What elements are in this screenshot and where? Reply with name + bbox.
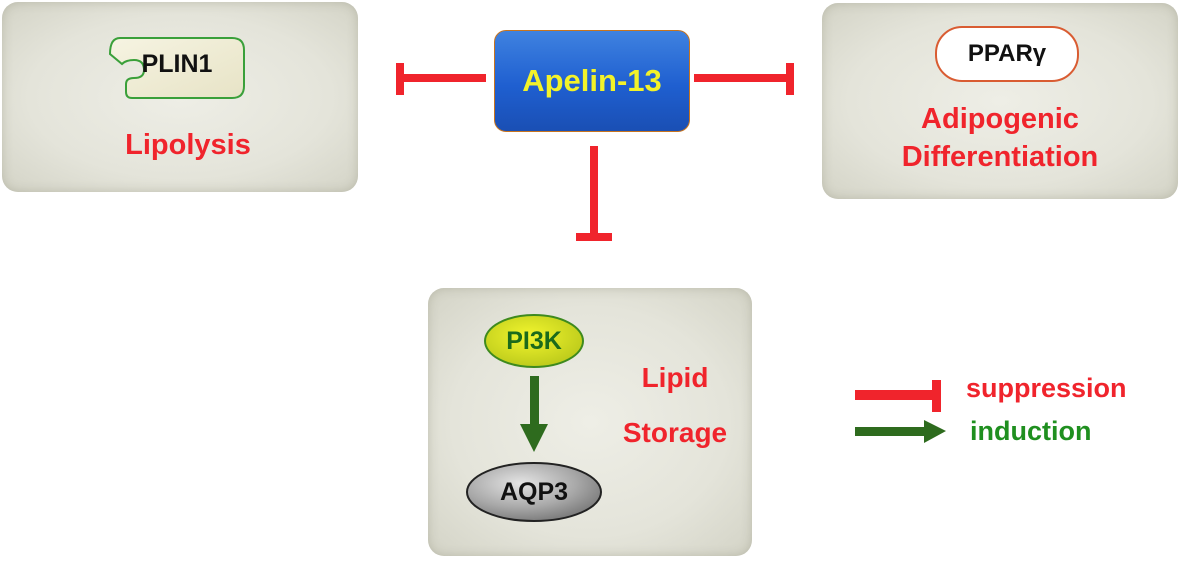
inhibit-arrow-adipogenic xyxy=(694,63,794,95)
aqp3-label: AQP3 xyxy=(499,477,569,506)
ppar-gamma-label: PPARγ xyxy=(967,40,1047,67)
apelin-13-node: Apelin-13 xyxy=(494,30,690,132)
adipogenic-title-line1: Adipogenic xyxy=(921,103,1079,135)
inhibit-arrow-lipid-storage xyxy=(576,146,612,241)
legend-suppression-symbol xyxy=(855,380,941,412)
lipid-storage-title-line2: Storage xyxy=(622,417,728,448)
legend-suppression-label: suppression xyxy=(966,373,1127,403)
plin1-protein-shape xyxy=(108,37,245,99)
lipid-storage-title-line1: Lipid xyxy=(641,362,709,393)
lipolysis-title: Lipolysis xyxy=(125,129,251,161)
plin1-label: PLIN1 xyxy=(141,49,213,78)
inhibit-arrow-lipolysis xyxy=(396,63,486,95)
legend-induction-symbol xyxy=(855,420,946,443)
adipogenic-title-line2: Differentiation xyxy=(901,141,1099,173)
ppar-gamma-node: PPARγ xyxy=(935,26,1079,82)
legend-induction-label: induction xyxy=(970,416,1092,446)
induction-arrow-pi3k-aqp3 xyxy=(520,376,548,452)
pi3k-node xyxy=(484,314,584,368)
pi3k-label: PI3K xyxy=(506,326,562,355)
apelin-13-label: Apelin-13 xyxy=(522,63,662,98)
aqp3-node xyxy=(466,462,602,522)
